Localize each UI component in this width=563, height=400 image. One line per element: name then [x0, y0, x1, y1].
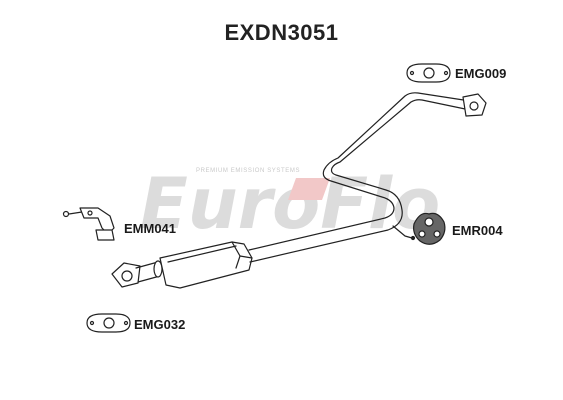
mounting-bracket-emm041-icon: [62, 207, 115, 241]
inlet-flange: [111, 262, 141, 288]
watermark-logo-text: EuroFlo: [140, 163, 440, 245]
outlet-flange: [462, 93, 487, 117]
middle-silencer: [159, 241, 253, 289]
gasket-emg032-icon: [86, 313, 131, 333]
mid-pipe: [248, 92, 471, 263]
inlet-pipe-top: [135, 261, 159, 269]
part-label-emm041: EMM041: [124, 221, 177, 236]
rubber-hanger-emr004-icon: [413, 212, 446, 245]
watermark-tagline: PREMIUM EMISSION SYSTEMS: [196, 168, 301, 174]
gasket-emg009-icon: [406, 63, 451, 83]
part-label-emr004: EMR004: [452, 223, 503, 238]
page-title: EXDN3051: [224, 20, 339, 45]
part-label-emg032: EMG032: [134, 317, 186, 332]
watermark-swoosh: [288, 178, 330, 200]
part-label-emg009: EMG009: [455, 66, 507, 81]
